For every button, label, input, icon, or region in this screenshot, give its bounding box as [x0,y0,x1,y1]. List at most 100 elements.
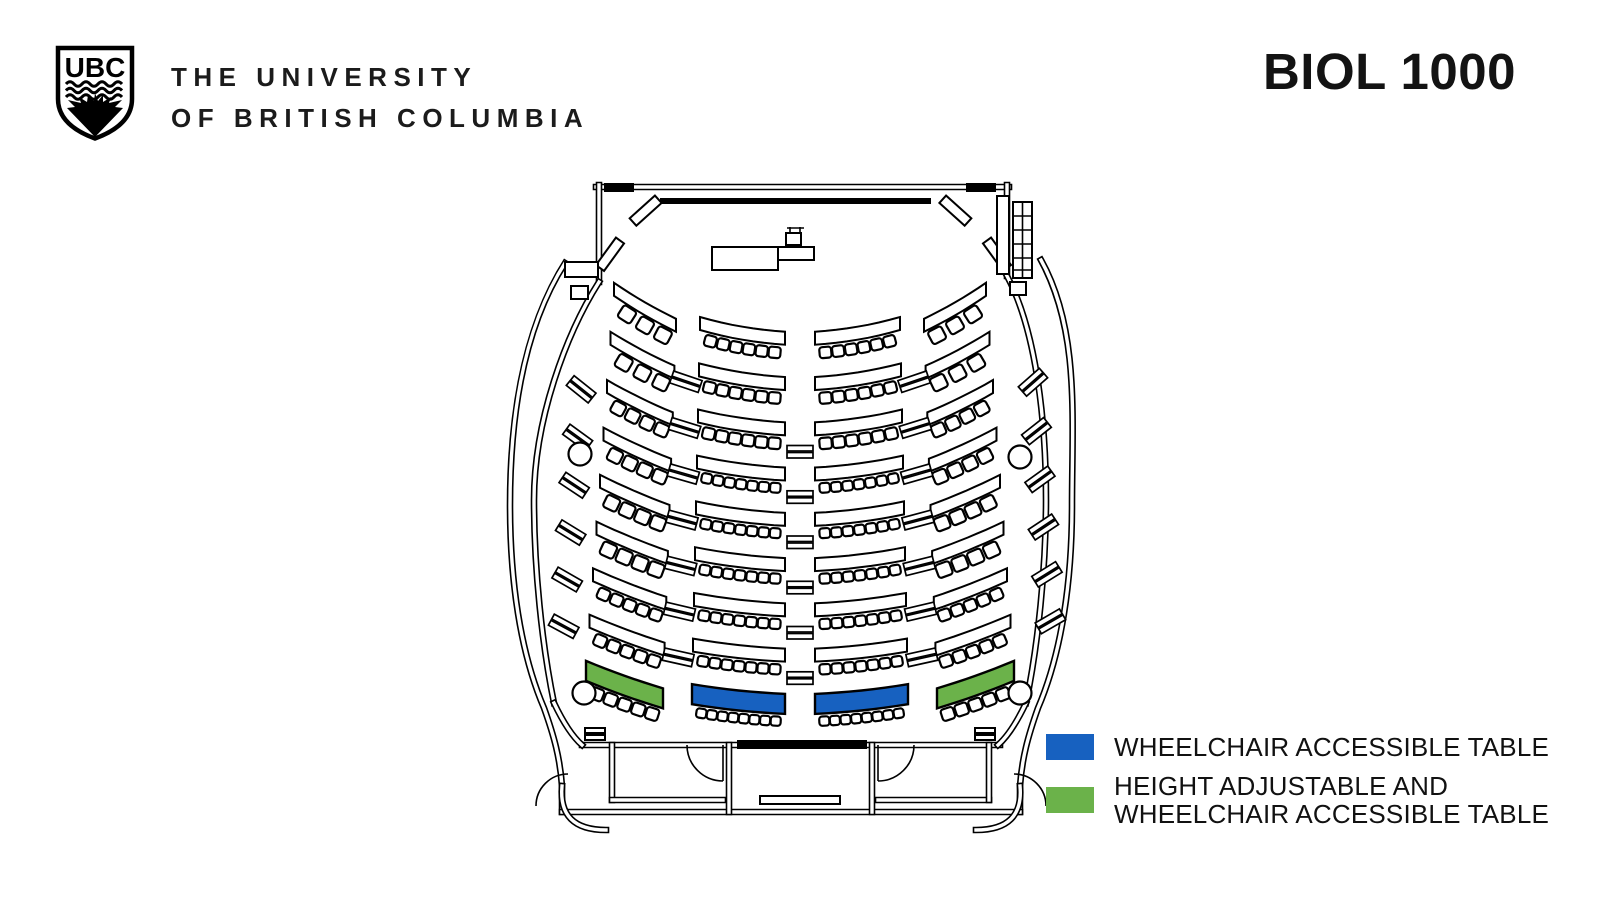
seat [744,615,759,629]
lectern [711,227,815,271]
aisle-step [554,565,584,587]
seat [967,696,984,713]
seat [963,501,983,520]
seat [653,325,673,346]
aisle-step [905,607,938,623]
table-right-wing-row-4 [927,425,998,474]
wheelchair-accessible-table [690,682,787,716]
table-center-right-row-7 [814,591,907,618]
seat [842,660,856,674]
seat [754,389,769,404]
seat [768,526,782,540]
table-right-wing-row-7 [932,566,1008,612]
aisle-step [903,562,937,577]
seat [927,325,947,346]
seat [951,648,968,665]
seat [711,474,725,487]
seat [844,433,860,448]
seat [975,592,992,608]
aisle-step [786,580,814,588]
seat [726,711,740,724]
aisle-step [902,515,936,531]
aisle-step [902,555,935,570]
table-right-wing-row-2 [924,330,991,381]
height-adjustable-table-swatch [1046,787,1094,813]
seat [650,467,669,486]
column [1007,444,1033,470]
seat [882,380,899,395]
seat [698,563,712,577]
seat [733,568,747,582]
seat [889,609,903,623]
aisle-step [667,423,700,440]
aisle-step [661,653,694,668]
seat [632,363,653,383]
seat [843,342,859,357]
table-center-right-row-1 [814,315,901,346]
seat [757,480,771,493]
seat [886,472,900,485]
seat [614,547,634,567]
seat [635,461,654,480]
logo-sun-icon [67,93,123,137]
seat [939,706,957,722]
seat [768,617,782,631]
table-left-wing-row-1 [613,280,677,334]
seat [714,383,731,398]
seat [720,612,735,626]
seat [728,340,744,355]
seat [715,337,731,352]
seat [714,428,730,444]
seat [888,563,902,577]
seat [767,345,782,360]
table-right-wing-row-5 [929,473,1001,520]
table-center-right-row-2 [814,362,902,392]
aisle-step [1017,367,1045,393]
aisle-step [786,444,814,452]
seat [645,653,662,669]
seat [865,567,879,581]
aisle-step [557,518,588,541]
seat [646,560,666,579]
logo-waves-icon [64,80,124,101]
seat [696,654,710,668]
aisle-step [786,496,814,505]
seat [598,540,619,560]
aisle-step [670,369,704,387]
aisle-step [1034,607,1064,629]
aisle-step [1021,372,1049,398]
seat [829,571,844,584]
aisle-step [665,555,698,570]
height-adjustable-wheelchair-table [584,659,665,711]
aisle-step [1037,613,1067,635]
aisle-step [1027,470,1057,494]
seat [854,659,868,673]
seat [609,399,628,418]
seat [652,421,671,439]
seat [831,434,847,450]
aisle-step [786,489,814,498]
projection-wall [737,740,867,749]
aisle-step [786,632,814,640]
seat [818,345,833,360]
aisle-step [554,524,584,547]
aisle-step [900,509,934,525]
seat [818,662,832,676]
seat [892,707,906,720]
seat [733,523,748,537]
seat [734,478,748,491]
seat [852,478,866,491]
seat [620,454,639,473]
seat [630,554,650,573]
seat [638,414,656,432]
seat [818,617,832,631]
seat [961,454,980,473]
seat [870,428,886,444]
seat [757,526,771,539]
seat [857,385,872,401]
aisle-step [565,379,593,405]
legend: WHEELCHAIR ACCESSIBLE TABLE HEIGHT ADJUS… [1046,733,1549,828]
seat [818,526,832,540]
seat [709,565,724,579]
aisle-step [550,572,581,594]
